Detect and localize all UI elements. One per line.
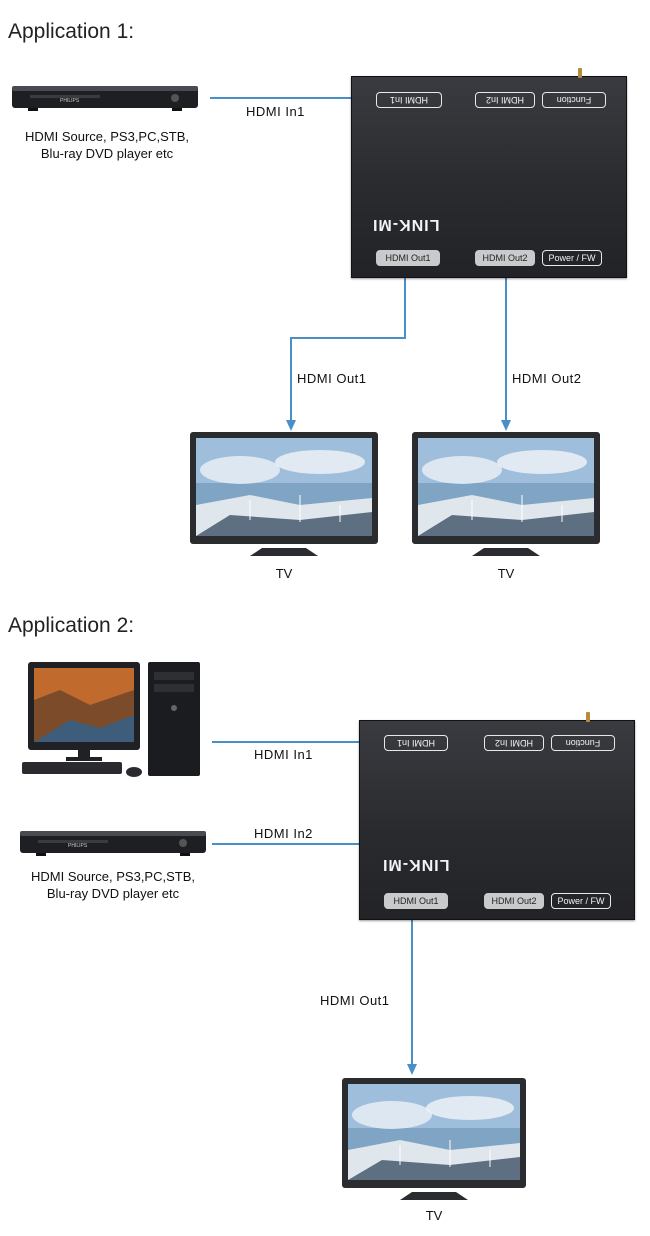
dvd-brand-text: PHILIPS [60,98,80,104]
port-hdmi-in1: HDMI In1 [376,92,442,108]
app2-title: Application 2: [8,614,135,637]
tv-icon [342,1078,526,1200]
desktop-pc-icon [22,662,200,777]
label-hdmi-out1: HDMI Out1 [320,993,390,1008]
source-caption-line1: HDMI Source, PS3,PC,STB, [31,869,195,884]
port-power-fw: Power / FW [551,893,611,909]
port-function: Function [551,735,615,751]
source-caption-line1: HDMI Source, PS3,PC,STB, [25,129,189,144]
source-caption: HDMI Source, PS3,PC,STB, Blu-ray DVD pla… [0,128,214,162]
source-caption-line2: Blu-ray DVD player etc [40,146,174,161]
arrow-hdmi-out2 [501,277,511,431]
device-logo: LINK-MI [382,856,450,873]
label-hdmi-out1: HDMI Out1 [297,371,367,386]
source-caption-line2: Blu-ray DVD player etc [46,886,180,901]
arrow-hdmi-out1 [407,918,417,1075]
tv-caption: TV [275,566,293,581]
link-mi-device: HDMI In1 HDMI In2 Function LINK-MI HDMI … [351,68,627,278]
app1-title: Application 1: [8,20,135,43]
tv-caption: TV [425,1208,443,1223]
link-mi-device: HDMI In1 HDMI In2 Function LINK-MI HDMI … [359,712,635,920]
label-hdmi-in1: HDMI In1 [254,747,313,762]
arrow-hdmi-in1 [210,93,374,103]
port-hdmi-in2: HDMI In2 [484,735,544,751]
port-hdmi-in1: HDMI In1 [384,735,448,751]
port-function: Function [542,92,606,108]
port-hdmi-out1: HDMI Out1 [384,893,448,909]
label-hdmi-in1: HDMI In1 [246,104,305,119]
port-hdmi-out2: HDMI Out2 [475,250,535,266]
tv-icon [412,432,600,556]
arrow-hdmi-out1 [286,277,406,431]
source-caption: HDMI Source, PS3,PC,STB, Blu-ray DVD pla… [6,868,220,902]
antenna-icon [578,68,582,78]
dvd-brand-text: PHILIPS [68,843,88,849]
port-hdmi-out2: HDMI Out2 [484,893,544,909]
port-hdmi-in2: HDMI In2 [475,92,535,108]
label-hdmi-out2: HDMI Out2 [512,371,582,386]
antenna-icon [586,712,590,722]
dvd-player-icon: PHILIPS [12,86,198,111]
label-hdmi-in2: HDMI In2 [254,826,313,841]
port-hdmi-out1: HDMI Out1 [376,250,440,266]
tv-caption: TV [497,566,515,581]
dvd-player-icon: PHILIPS [20,831,206,856]
tv-icon [190,432,378,556]
device-logo: LINK-MI [372,216,440,233]
port-power-fw: Power / FW [542,250,602,266]
